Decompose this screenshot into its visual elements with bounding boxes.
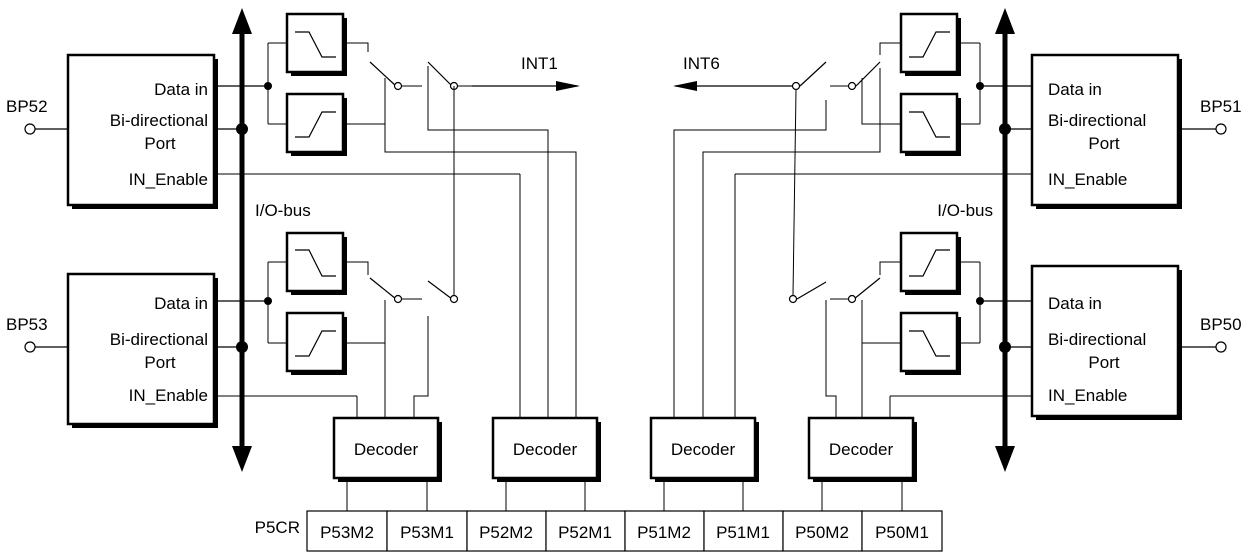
pin-bp52: BP52 <box>6 97 68 135</box>
register-cell-label: P50M2 <box>795 523 849 542</box>
decoder-label: Decoder <box>513 440 578 459</box>
port-title-line1: Bi-directional <box>1048 330 1146 349</box>
port-title-line2: Port <box>1088 134 1119 153</box>
edge-detectors-top-right <box>861 12 984 156</box>
data-in-label: Data in <box>154 80 208 99</box>
in-enable-label: IN_Enable <box>129 386 208 405</box>
pin-bp52-terminal <box>24 123 36 135</box>
p5cr-register: P5CR P53M2 P53M1 P52M2 P52M1 P51M2 P51M1… <box>255 510 943 552</box>
io-bus-left-label: I/O-bus <box>255 201 311 220</box>
pin-bp53-label: BP53 <box>6 315 48 334</box>
port-box-bp53: Data in Bi-directional Port IN_Enable <box>66 272 218 428</box>
register-cell <box>782 510 863 552</box>
port-box-bp51: Data in Bi-directional Port IN_Enable <box>1030 53 1182 209</box>
register-cell <box>545 510 626 552</box>
in-enable-label: IN_Enable <box>1048 170 1127 189</box>
register-cell <box>861 510 943 552</box>
register-cell-label: P52M1 <box>558 523 612 542</box>
data-in-label: Data in <box>154 294 208 313</box>
register-links <box>346 482 903 511</box>
switches-top-left <box>369 61 472 91</box>
decoder-3: Decoder <box>649 416 759 482</box>
port-title-line1: Bi-directional <box>110 111 208 130</box>
int6-label: INT6 <box>683 54 720 73</box>
port-box-bp50: Data in Bi-directional Port IN_Enable <box>1030 264 1182 420</box>
decoder-label: Decoder <box>671 440 736 459</box>
register-cell-label: P51M1 <box>716 523 770 542</box>
register-cell <box>386 510 468 552</box>
pin-bp51-label: BP51 <box>1200 97 1242 116</box>
decoder-4: Decoder <box>807 416 917 482</box>
pin-bp50: BP50 <box>1182 315 1242 353</box>
io-bus-right-label: I/O-bus <box>937 201 993 220</box>
int1-label: INT1 <box>521 54 558 73</box>
decoder-1: Decoder <box>332 416 442 482</box>
bus-junction-dot <box>236 341 248 353</box>
port-box-bp52: Data in Bi-directional Port IN_Enable <box>66 53 218 209</box>
switches-bottom-right <box>788 277 881 304</box>
rising-edge-detector <box>285 92 345 154</box>
register-cell-label: P53M2 <box>320 523 374 542</box>
register-cell-label: P50M1 <box>875 523 929 542</box>
port-title-line2: Port <box>1088 353 1119 372</box>
edge-detectors-top-left <box>264 12 386 156</box>
register-name: P5CR <box>255 518 300 537</box>
falling-edge-detector <box>285 12 345 74</box>
bus-junction-dot <box>236 123 248 135</box>
pin-bp51: BP51 <box>1182 97 1242 135</box>
decoder-label: Decoder <box>829 440 894 459</box>
in-enable-label: IN_Enable <box>1048 386 1127 405</box>
pin-bp51-terminal <box>1215 123 1227 135</box>
io-bus-left <box>232 8 252 472</box>
edge-detectors-bottom-left <box>264 231 386 375</box>
rising-edge-detector <box>899 12 959 74</box>
decoder-2: Decoder <box>491 416 601 482</box>
port-title-line1: Bi-directional <box>110 330 208 349</box>
register-cell <box>466 510 547 552</box>
edge-detectors-bottom-right <box>861 231 984 375</box>
register-cell-label: P52M2 <box>479 523 533 542</box>
pin-bp53: BP53 <box>6 315 68 353</box>
switches-top-right <box>778 61 881 91</box>
in-enable-label: IN_Enable <box>129 170 208 189</box>
data-in-label: Data in <box>1048 80 1102 99</box>
bus-junction-dot <box>999 123 1011 135</box>
io-bus-right <box>995 8 1015 472</box>
data-in-label: Data in <box>1048 294 1102 313</box>
rising-edge-detector <box>285 311 345 373</box>
pin-bp50-terminal <box>1215 341 1227 353</box>
register-cell-label: P51M2 <box>637 523 691 542</box>
decoder-wiring <box>356 66 891 418</box>
switches-bottom-left <box>369 277 459 304</box>
bus-junction-dot <box>999 341 1011 353</box>
port-title-line2: Port <box>144 134 175 153</box>
register-cell <box>624 510 705 552</box>
register-cell-label: P53M1 <box>400 523 454 542</box>
register-cell <box>306 510 388 552</box>
int6-return-line <box>792 89 797 296</box>
pin-bp50-label: BP50 <box>1200 315 1242 334</box>
port-title-line2: Port <box>144 353 175 372</box>
rising-edge-detector <box>899 231 959 293</box>
decoder-label: Decoder <box>354 440 419 459</box>
pin-bp52-label: BP52 <box>6 97 48 116</box>
port-title-line1: Bi-directional <box>1048 111 1146 130</box>
pin-bp53-terminal <box>24 341 36 353</box>
port-bus-connections <box>214 85 1032 397</box>
